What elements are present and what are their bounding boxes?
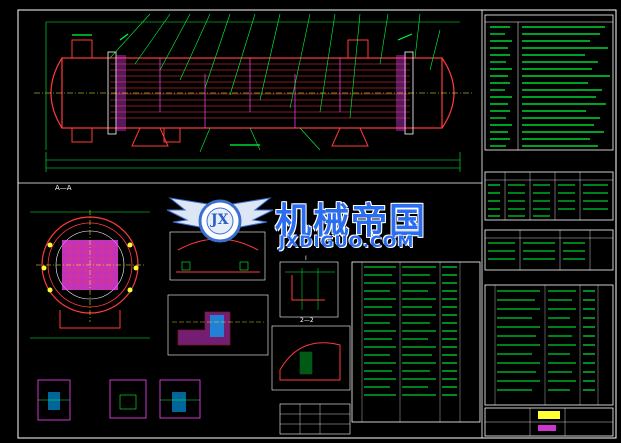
- detail-i-view[interactable]: [279, 261, 339, 318]
- section-22-label: 2—2: [300, 317, 314, 324]
- section-aa-view[interactable]: [30, 210, 150, 339]
- title-block[interactable]: [484, 407, 614, 437]
- detail-view-2[interactable]: [109, 379, 147, 419]
- parts-list-table-right[interactable]: [484, 284, 614, 406]
- technical-notes-table[interactable]: [484, 14, 614, 151]
- parts-list-table[interactable]: [351, 261, 481, 423]
- section-aa-label: A—A: [55, 184, 72, 192]
- section-22-view[interactable]: [271, 325, 351, 391]
- watermark-subtitle: JXDIGUO.COM: [279, 232, 415, 251]
- watermark: JX 机械帝国 JXDIGUO.COM: [165, 188, 465, 258]
- main-elevation-view[interactable]: [34, 13, 472, 172]
- watermark-badge: JX: [211, 212, 229, 228]
- detail-i-label: I: [305, 255, 307, 262]
- flange-detail-view[interactable]: [167, 294, 269, 356]
- title-block-left: [279, 403, 351, 435]
- drawing-border: [17, 9, 617, 439]
- detail-view-3[interactable]: [159, 379, 201, 419]
- watermark-title: 机械帝国: [275, 201, 428, 242]
- nozzle-table[interactable]: [484, 171, 614, 221]
- design-data-table[interactable]: [484, 229, 614, 271]
- detail-view-1[interactable]: [37, 379, 71, 421]
- watermark-wings-icon: [166, 197, 274, 243]
